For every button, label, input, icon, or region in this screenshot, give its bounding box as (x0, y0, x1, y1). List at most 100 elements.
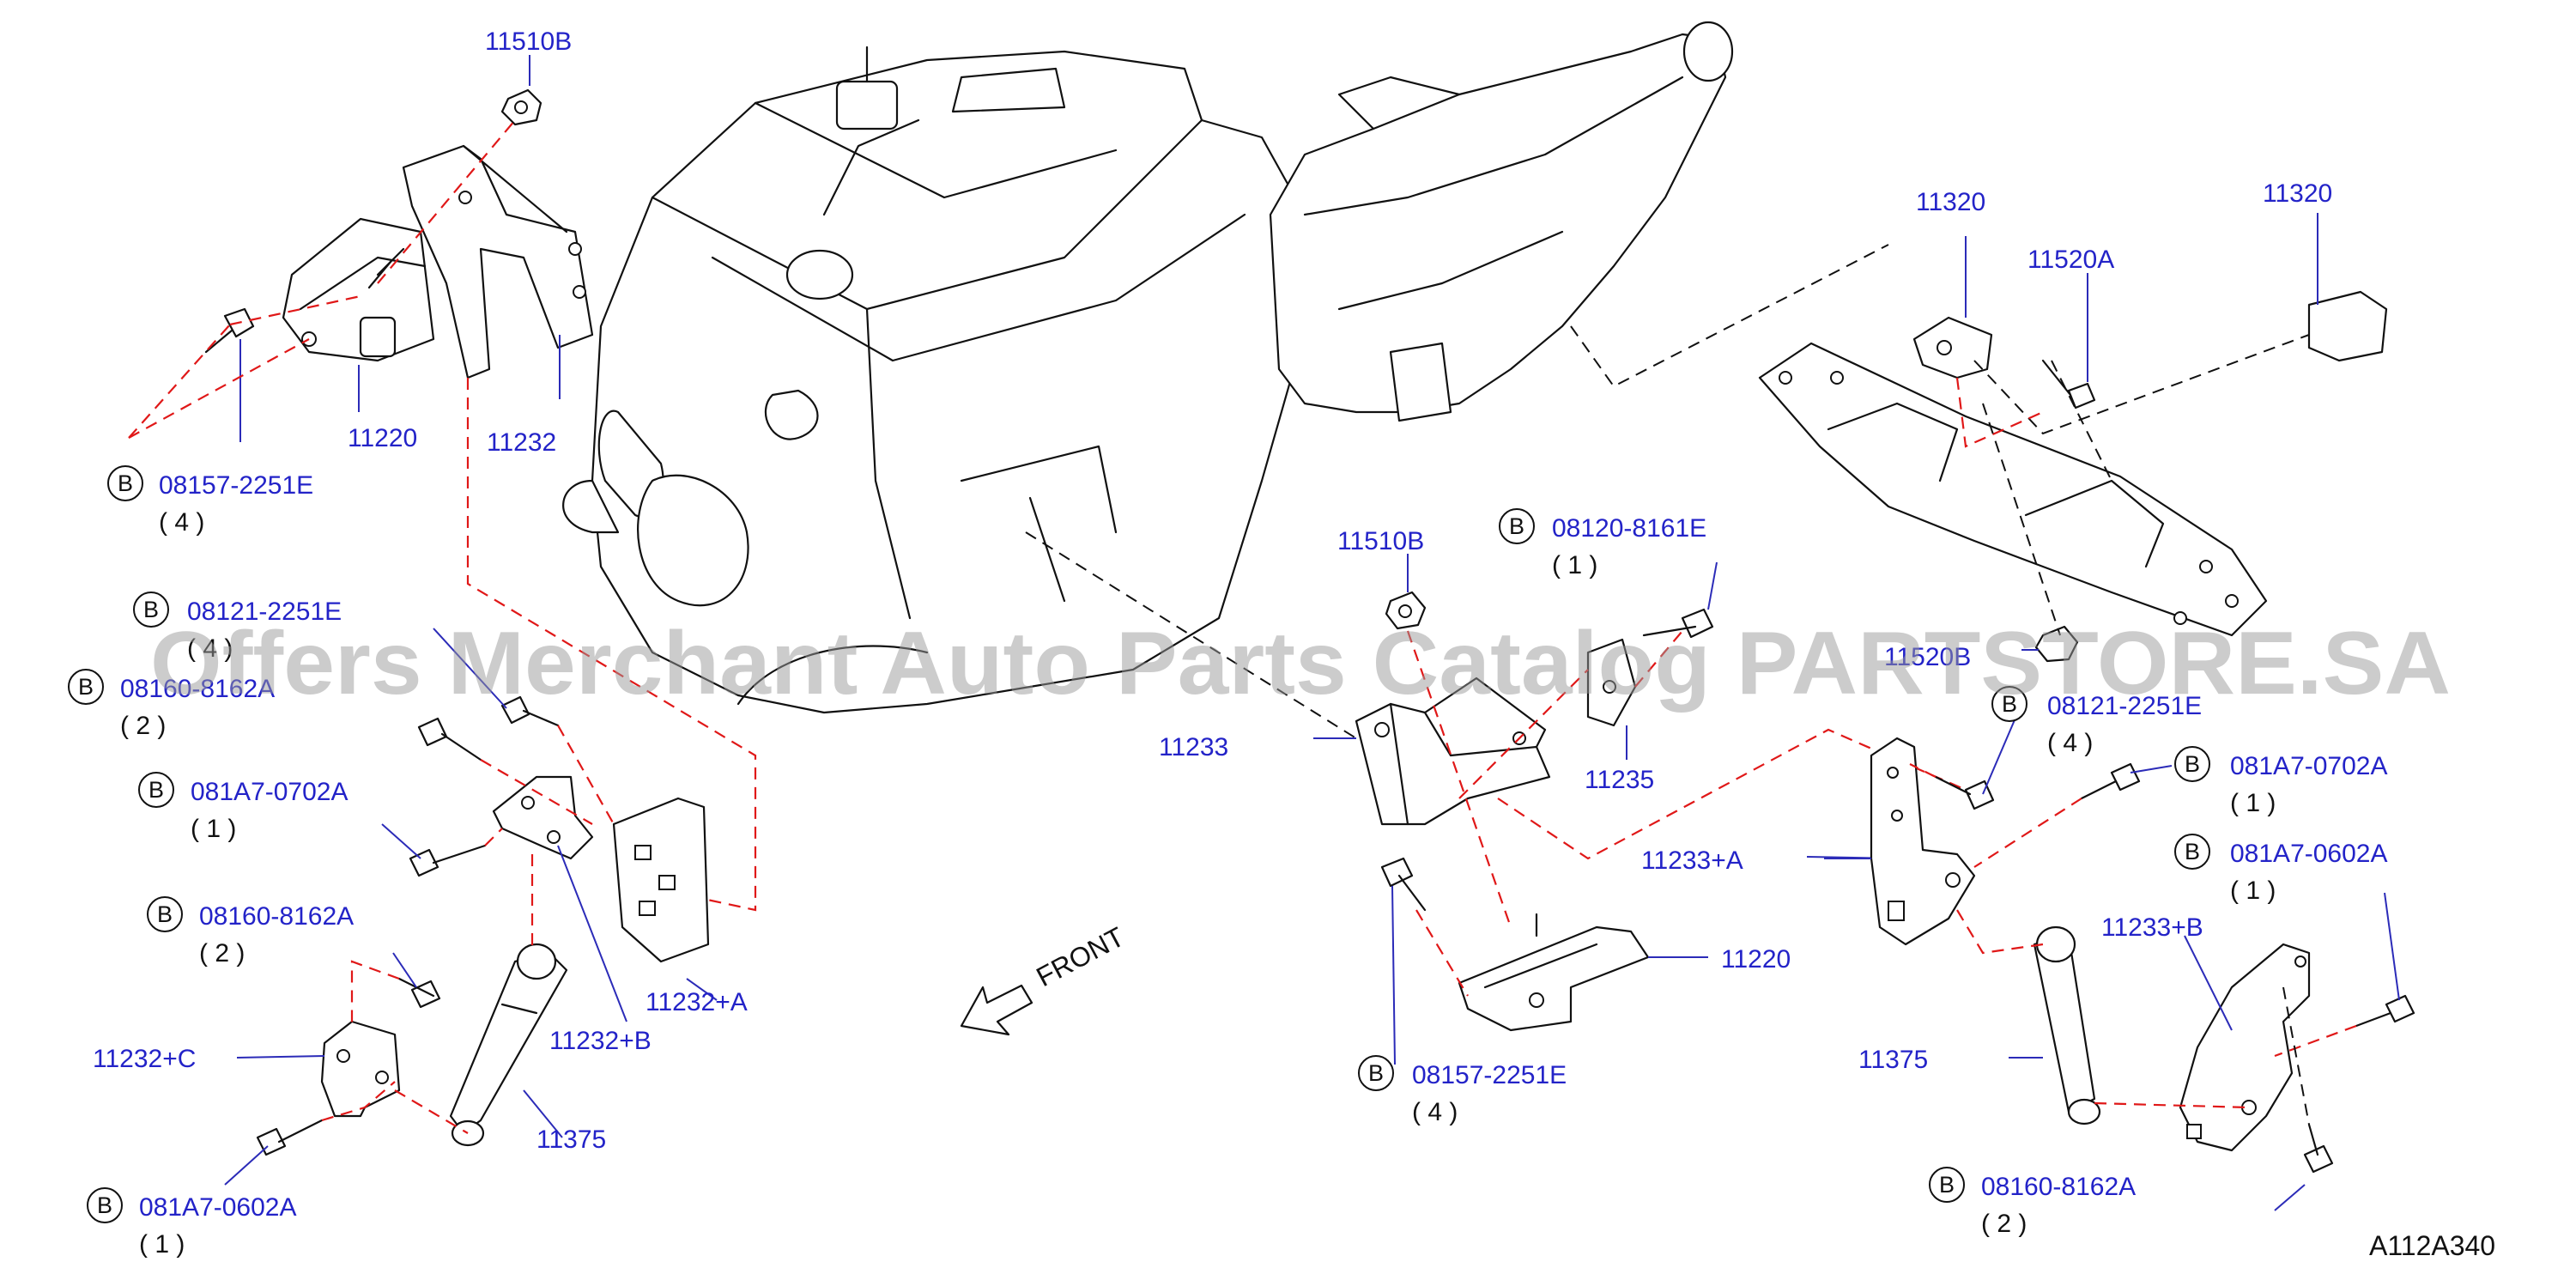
svg-text:B: B (2002, 691, 2017, 717)
nut-11520b (2034, 625, 2079, 663)
svg-text:B: B (157, 901, 173, 927)
label-08121-2251e-right: 08121-2251E (2047, 692, 2202, 720)
svg-text:B: B (143, 597, 159, 622)
bolt-marker-4: B (138, 772, 174, 808)
label-11510b-center: 11510B (1337, 527, 1424, 555)
label-11220-left: 11220 (348, 424, 417, 452)
engine-mount-bracket-left (402, 144, 594, 379)
svg-text:B: B (1368, 1060, 1384, 1086)
qty-08160-left-b: ( 2 ) (199, 939, 245, 968)
bracket-11233a (1870, 737, 1976, 946)
bolt-marker-10: B (2174, 746, 2210, 782)
bolt-marker-5: B (147, 896, 183, 932)
bracket-11233b (2179, 943, 2311, 1152)
bolt-08157-center (1380, 857, 1427, 912)
qty-08160-right: ( 2 ) (1981, 1210, 2027, 1238)
bolt-08160-right (2303, 1123, 2334, 1174)
bolt-081a7-0602a-right (2355, 994, 2415, 1028)
label-11510b-top: 11510B (485, 27, 572, 56)
transmission-mount-11320-right (2307, 290, 2388, 362)
transmission-assembly (1269, 21, 1734, 422)
diagram-code: A112A340 (2369, 1230, 2495, 1261)
label-081a7-0702a-left: 081A7-0702A (191, 778, 349, 806)
bolt-11520a (2041, 359, 2096, 410)
bolt-left-top (204, 307, 255, 354)
bracket-11235 (1586, 638, 1637, 727)
label-11233: 11233 (1159, 733, 1228, 761)
bolt-marker-1: B (107, 465, 143, 501)
label-11232-c: 11232+C (93, 1045, 196, 1073)
label-081a7-0602a-right: 081A7-0602A (2230, 840, 2388, 868)
svg-text:B: B (1939, 1172, 1955, 1198)
label-081a7-0702a-right: 081A7-0702A (2230, 752, 2388, 780)
bolt-marker-11: B (2174, 834, 2210, 870)
qty-081a7-0702a-right: ( 1 ) (2230, 789, 2276, 817)
label-11520a: 11520A (2027, 246, 2114, 274)
label-11375-right: 11375 (1858, 1046, 1928, 1074)
label-08160-8162a-left-b: 08160-8162A (199, 902, 354, 931)
label-11232-b: 11232+B (549, 1027, 652, 1055)
label-08157-2251e-center: 08157-2251E (1412, 1061, 1567, 1089)
bracket-11232b (492, 775, 594, 860)
label-11320-left: 11320 (1916, 188, 1985, 216)
mount-insulator-left (282, 217, 435, 362)
bolt-081a7-0702a-left (409, 844, 487, 877)
qty-08120-8161e: ( 1 ) (1552, 551, 1597, 579)
svg-text:B: B (78, 674, 94, 700)
nut-11510b-left (500, 88, 542, 126)
label-11220-center: 11220 (1721, 945, 1791, 974)
label-11235: 11235 (1585, 766, 1654, 794)
bolt-marker-12: B (1929, 1167, 1965, 1203)
label-11233-b: 11233+B (2101, 913, 2203, 942)
engine-assembly (562, 46, 1306, 714)
transmission-mount-11320-left (1912, 316, 1993, 379)
front-direction-arrow: FRONT (960, 921, 1130, 1036)
svg-text:B: B (148, 777, 164, 803)
bolt-marker-2: B (133, 592, 169, 628)
watermark: Offers Merchant Auto Parts Catalog PARTS… (150, 614, 2451, 713)
bolt-marker-8: B (1358, 1055, 1394, 1091)
qty-081a7-0602a-left: ( 1 ) (139, 1230, 185, 1259)
bracket-11233 (1355, 676, 1551, 826)
label-11232: 11232 (487, 428, 556, 457)
crossmember (1758, 342, 2268, 637)
svg-text:B: B (2185, 839, 2200, 864)
label-08160-8162a-right: 08160-8162A (1981, 1173, 2136, 1201)
svg-text:B: B (1509, 513, 1524, 539)
bolt-081a7-0602a-left (256, 1119, 324, 1156)
mount-insulator-11220-center (1458, 913, 1650, 1032)
qty-081a7-0702a-left: ( 1 ) (191, 815, 236, 843)
bolt-08121-right (1934, 775, 1995, 810)
bolt-marker-6: B (87, 1187, 123, 1223)
qty-08160-left-a: ( 2 ) (120, 712, 166, 740)
label-08120-8161e: 08120-8161E (1552, 514, 1706, 543)
qty-081a7-0602a-right: ( 1 ) (2230, 877, 2276, 905)
label-11320-right: 11320 (2263, 179, 2332, 208)
svg-text:B: B (97, 1192, 112, 1218)
bolt-marker-7: B (1499, 508, 1535, 544)
label-11232-a: 11232+A (646, 988, 748, 1016)
label-11233-a: 11233+A (1641, 846, 1743, 875)
qty-08157-left: ( 4 ) (159, 508, 204, 537)
bolt-08121-left (500, 695, 560, 727)
qty-08121-left: ( 4 ) (187, 634, 233, 663)
label-08160-8162a-left-a: 08160-8162A (120, 675, 275, 703)
bolt-08120-8161e (1642, 608, 1714, 639)
svg-text:B: B (2185, 751, 2200, 777)
label-08157-2251e-left: 08157-2251E (159, 471, 313, 500)
nut-11510b-center (1385, 591, 1427, 630)
bolt-marker-9: B (1991, 686, 2027, 722)
stud-left-mount (367, 260, 392, 289)
front-label: FRONT (1031, 921, 1129, 993)
label-11375-left: 11375 (536, 1125, 606, 1154)
label-081a7-0602a-left: 081A7-0602A (139, 1193, 297, 1222)
qty-08121-right: ( 4 ) (2047, 729, 2093, 757)
bracket-11232c (320, 1020, 401, 1118)
shock-absorber-11375-right (2033, 925, 2101, 1125)
bolt-08160-left-a (417, 717, 482, 761)
bolt-08160-left-b (397, 977, 441, 1009)
bracket-11232a (612, 797, 710, 963)
bolt-081a7-0702a-right (2080, 762, 2141, 800)
label-11520b: 11520B (1884, 643, 1971, 671)
